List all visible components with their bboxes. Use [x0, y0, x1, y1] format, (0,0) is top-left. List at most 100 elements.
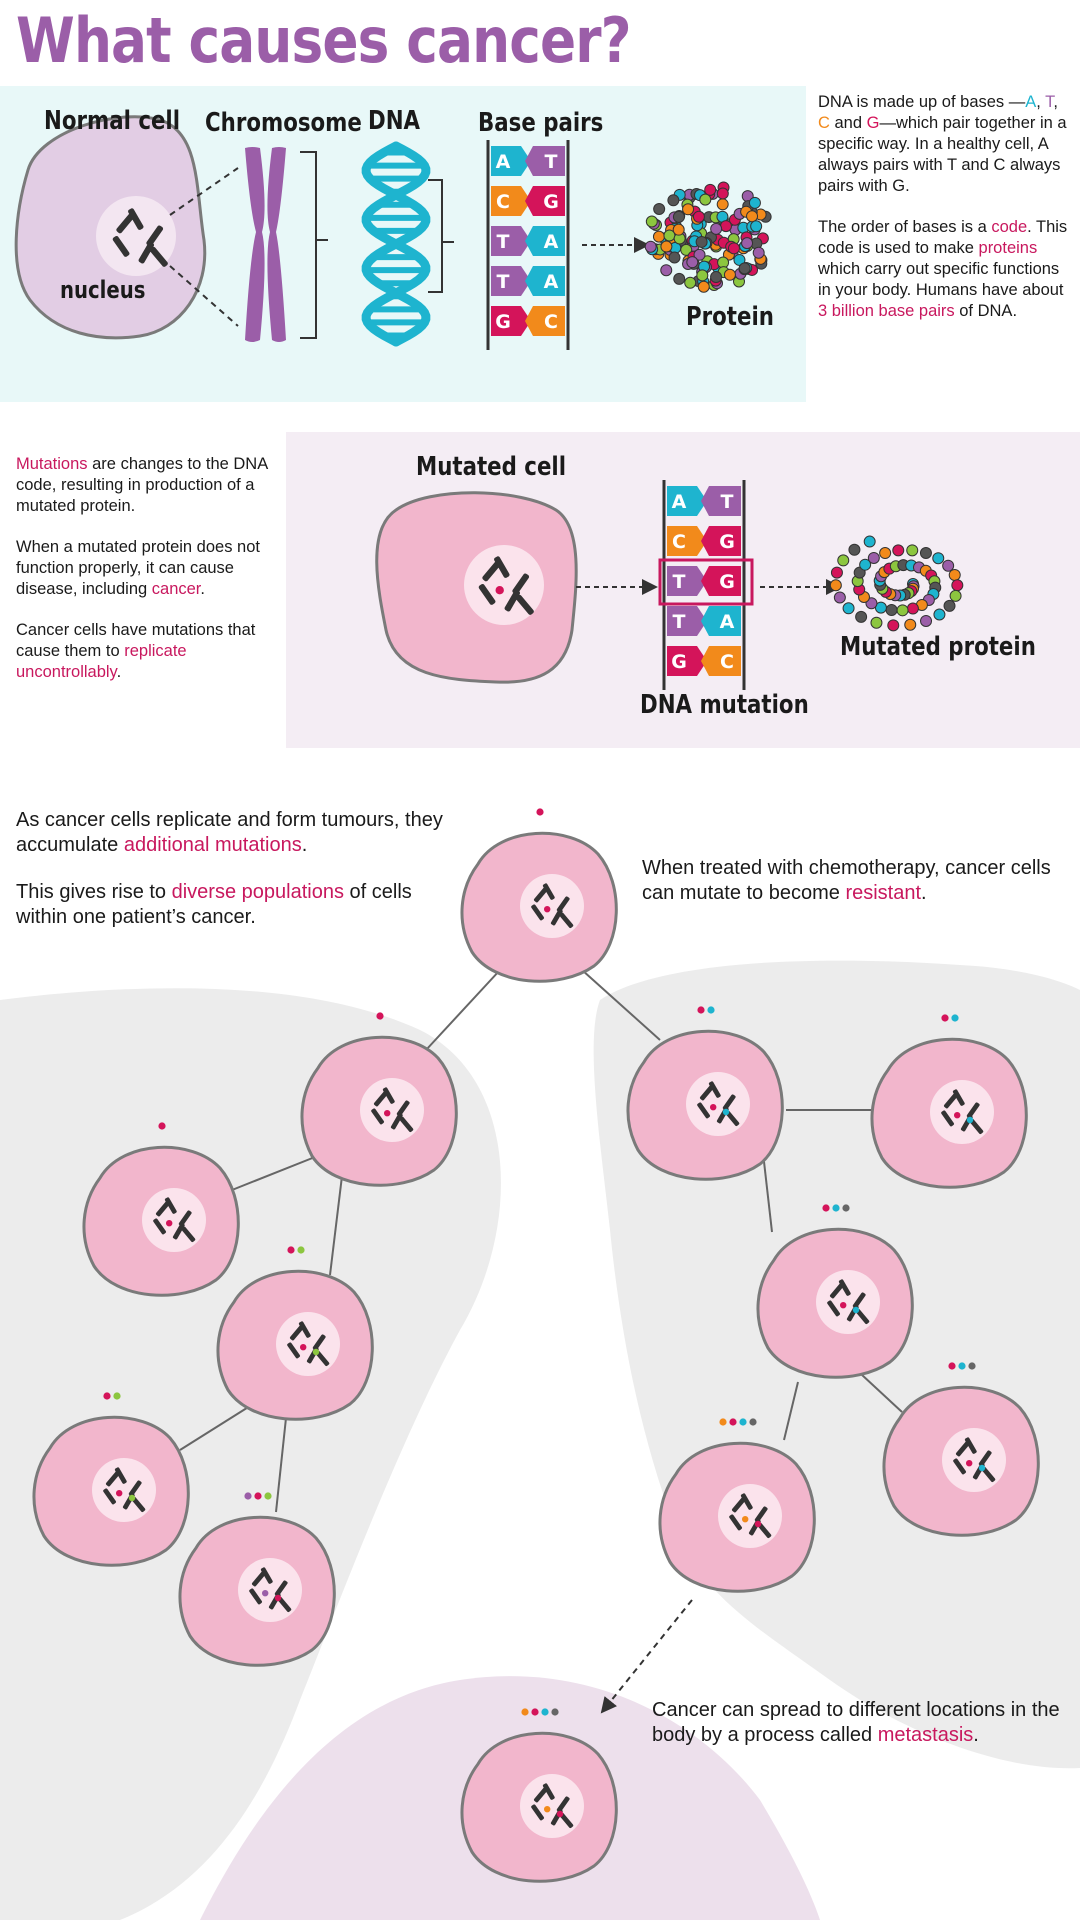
- chromosome-bar: [138, 241, 155, 264]
- amino-acid: [906, 602, 919, 615]
- chromosome-bar: [164, 1197, 177, 1214]
- metastasis-arrow: [600, 1599, 693, 1714]
- mutation-dot: [941, 1014, 949, 1022]
- label-nucleus: nucleus: [60, 276, 146, 304]
- chromosome-bar: [478, 583, 496, 605]
- label-dna: DNA: [368, 106, 421, 136]
- tree-cell-left3: [216, 1246, 374, 1421]
- base-A: [491, 146, 531, 176]
- amino-acid: [695, 235, 708, 248]
- amino-acid: [833, 591, 846, 604]
- amino-acid: [919, 546, 932, 559]
- amino-acid: [752, 246, 765, 259]
- mutation-dot: [832, 1204, 840, 1212]
- chromosome-bar: [371, 1108, 384, 1125]
- mutation-mark: [128, 1494, 136, 1502]
- chromosome-bar: [382, 1087, 395, 1104]
- cell-nucleus: [360, 1078, 424, 1142]
- chromosome-bar: [964, 1437, 977, 1454]
- chromosome-bar: [740, 1493, 753, 1510]
- base-C: [701, 646, 741, 676]
- amino-acid: [887, 619, 900, 632]
- amino-acid: [668, 251, 681, 264]
- amino-acid: [704, 183, 717, 196]
- amino-acid: [896, 604, 909, 617]
- cell-nucleus: [520, 1774, 584, 1838]
- amino-acid: [644, 240, 657, 253]
- mutation-mark: [544, 906, 551, 913]
- chromosome-bar: [953, 1458, 966, 1475]
- chromosome-bar: [287, 1342, 300, 1359]
- chromosome-bar: [978, 1450, 992, 1467]
- chromosome-bar: [116, 213, 135, 234]
- chromosome-bar: [399, 1116, 414, 1133]
- chromosome-bar: [556, 1796, 570, 1813]
- amino-acid: [673, 272, 686, 285]
- base-letter: A: [720, 611, 735, 633]
- evolution-explanation: As cancer cells replicate and form tumou…: [16, 809, 443, 928]
- amino-acid: [684, 276, 697, 289]
- mutation-dot: [254, 1492, 262, 1500]
- tree-cell-left2: [82, 1122, 240, 1297]
- amino-acid: [750, 220, 763, 233]
- amino-acid: [719, 220, 732, 233]
- mutation-mark: [722, 1108, 730, 1116]
- mutation-dot: [113, 1392, 121, 1400]
- mutation-mark: [710, 1104, 717, 1111]
- mutation-dot: [287, 1246, 295, 1254]
- mutation-dot: [551, 1708, 559, 1716]
- label-mutated-protein: Mutated protein: [840, 632, 1036, 662]
- amino-acid: [693, 248, 706, 261]
- amino-acid: [696, 269, 709, 282]
- amino-acid: [859, 558, 872, 571]
- chromosome-bar: [969, 1118, 984, 1135]
- mutation-mark: [754, 1520, 762, 1528]
- amino-acid: [672, 210, 685, 223]
- mutation-dot: [536, 808, 544, 816]
- amino-acid: [863, 535, 876, 548]
- tree-cell-right3: [756, 1204, 914, 1379]
- chromosome-bar: [531, 1804, 544, 1821]
- amino-acid: [948, 568, 961, 581]
- cell-nucleus: [930, 1080, 994, 1144]
- chromosome-bar: [153, 1218, 166, 1235]
- amino-acid: [680, 243, 693, 256]
- amino-acid: [842, 602, 855, 615]
- amino-acid: [829, 579, 842, 592]
- base-letter: C: [544, 311, 558, 333]
- chromosome-bar: [941, 1110, 954, 1127]
- mutation-mark: [166, 1220, 173, 1227]
- chromosome-bar: [373, 1091, 388, 1107]
- label-protein: Protein: [686, 302, 774, 332]
- mutation-mark: [262, 1590, 269, 1597]
- chromosome-bar: [827, 1300, 840, 1317]
- chromosome-bar: [533, 1787, 548, 1803]
- chromosome-bar: [390, 1112, 403, 1130]
- amino-acid: [716, 187, 729, 200]
- tree-cell-left1: [300, 1012, 458, 1187]
- amino-acid: [746, 210, 759, 223]
- chromosome-bar: [559, 912, 574, 929]
- chromosome-bar: [315, 1350, 330, 1367]
- chromosome-bar: [725, 1110, 740, 1127]
- chromosome-bar: [556, 896, 570, 913]
- amino-acid: [830, 566, 843, 579]
- chromosome-bar: [542, 1783, 555, 1800]
- amino-acid: [879, 547, 892, 560]
- base-letter: T: [673, 611, 686, 633]
- chromosome-bar: [729, 1514, 742, 1531]
- amino-acid: [672, 223, 685, 236]
- label-mutated-cell: Mutated cell: [416, 452, 567, 482]
- amino-acid: [738, 262, 751, 275]
- mutation-mark: [978, 1464, 986, 1472]
- base-T: [701, 486, 741, 516]
- tree-cell-right1: [626, 1006, 784, 1181]
- mutation-dot: [822, 1204, 830, 1212]
- amino-acid: [892, 544, 905, 557]
- amino-acid: [645, 215, 658, 228]
- chromosome-bar: [149, 246, 168, 267]
- base-letter: T: [497, 231, 510, 253]
- base-T: [491, 266, 531, 296]
